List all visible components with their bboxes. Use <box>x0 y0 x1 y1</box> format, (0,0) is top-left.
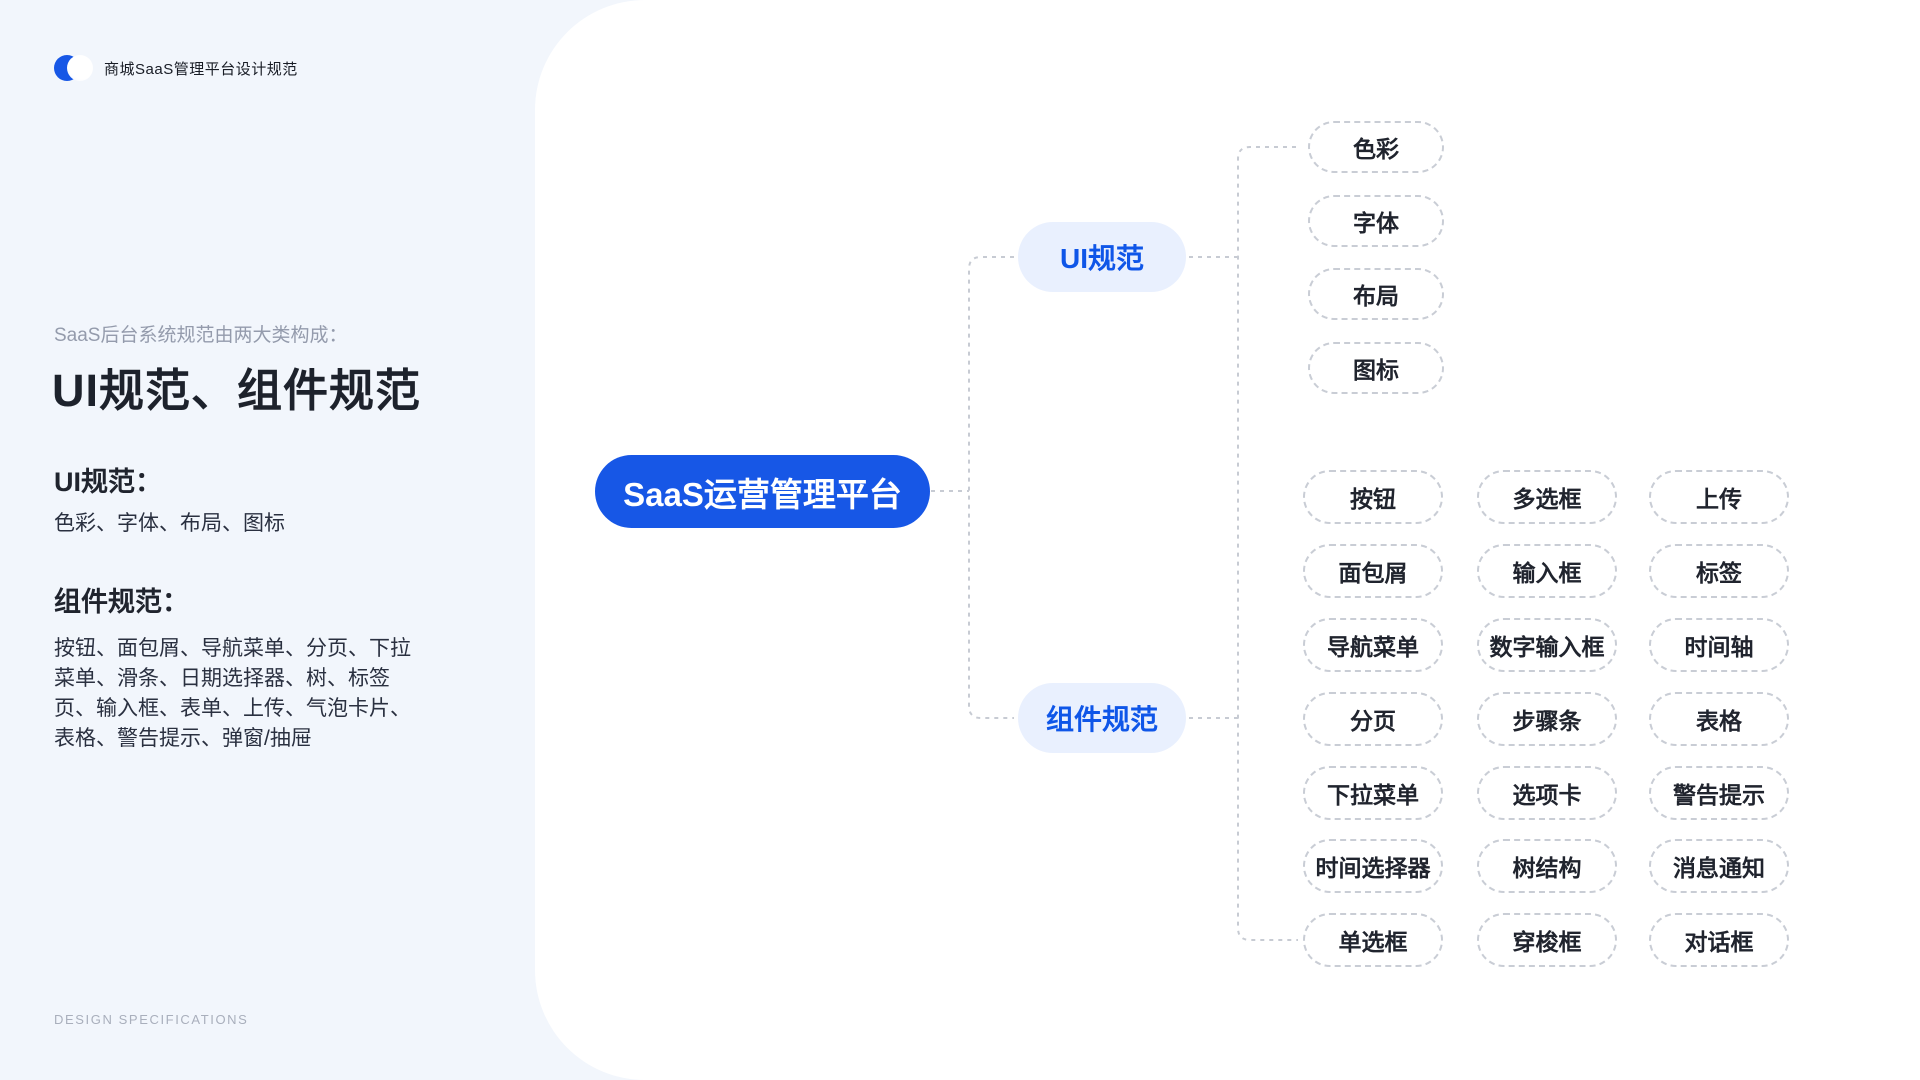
mindmap-node-font: 字体 <box>1308 195 1444 247</box>
mindmap-node-button: 按钮 <box>1303 470 1443 524</box>
mindmap-node-layout: 布局 <box>1308 268 1444 320</box>
mindmap-node-dropdown: 下拉菜单 <box>1303 766 1443 820</box>
mindmap-node-alert: 警告提示 <box>1649 766 1789 820</box>
sidebar-intro-text: SaaS后台系统规范由两大类构成： <box>54 325 348 346</box>
mindmap-node-notification: 消息通知 <box>1649 839 1789 893</box>
mindmap-node-icon: 图标 <box>1308 342 1444 394</box>
mindmap-root-node: SaaS运营管理平台 <box>595 455 930 528</box>
mindmap-node-color: 色彩 <box>1308 121 1444 173</box>
mindmap-node-breadcrumb: 面包屑 <box>1303 544 1443 598</box>
mindmap-node-tabs: 选项卡 <box>1477 766 1617 820</box>
mindmap-node-tree: 树结构 <box>1477 839 1617 893</box>
ui-spec-section-title: UI规范： <box>54 467 162 497</box>
mindmap-branch-component-spec: 组件规范 <box>1018 683 1186 753</box>
brand: 商城SaaS管理平台设计规范 <box>54 55 298 81</box>
mindmap-node-number-input: 数字输入框 <box>1477 618 1617 672</box>
mindmap-node-checkbox: 多选框 <box>1477 470 1617 524</box>
mindmap-node-transfer: 穿梭框 <box>1477 913 1617 967</box>
mindmap-branch-ui-spec: UI规范 <box>1018 222 1186 292</box>
mindmap-node-nav-menu: 导航菜单 <box>1303 618 1443 672</box>
mindmap-node-upload: 上传 <box>1649 470 1789 524</box>
logo-white-circle <box>67 55 93 81</box>
mindmap-node-time-picker: 时间选择器 <box>1303 839 1443 893</box>
mindmap-node-steps: 步骤条 <box>1477 692 1617 746</box>
component-spec-section-body: 按钮、面包屑、导航菜单、分页、下拉菜单、滑条、日期选择器、树、标签页、输入框、表… <box>54 637 411 750</box>
mindmap-node-radio: 单选框 <box>1303 913 1443 967</box>
mindmap-node-timeline: 时间轴 <box>1649 618 1789 672</box>
sidebar-headline: UI规范、组件规范 <box>52 365 422 416</box>
brand-title: 商城SaaS管理平台设计规范 <box>104 60 298 78</box>
mindmap-node-table: 表格 <box>1649 692 1789 746</box>
component-spec-section-title: 组件规范： <box>54 587 189 617</box>
mindmap-node-pagination: 分页 <box>1303 692 1443 746</box>
brand-logo-icon <box>54 55 94 81</box>
mindmap-node-tag: 标签 <box>1649 544 1789 598</box>
ui-spec-section-body: 色彩、字体、布局、图标 <box>54 512 285 535</box>
mindmap-node-input: 输入框 <box>1477 544 1617 598</box>
mindmap-node-dialog: 对话框 <box>1649 913 1789 967</box>
content-panel <box>535 0 1920 1080</box>
footer-caption: DESIGN SPECIFICATIONS <box>54 1012 249 1027</box>
